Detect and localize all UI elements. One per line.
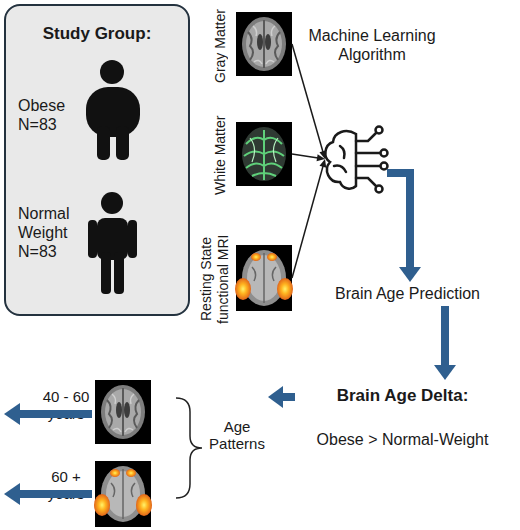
arrow-shaft (387, 173, 410, 268)
arrow-head (319, 150, 326, 159)
group-label: Obese N=83 (18, 96, 80, 134)
circuit-node (376, 127, 383, 134)
white-matter-tracts (244, 130, 284, 180)
arrow-head (434, 365, 456, 380)
arrow-shaft (441, 306, 449, 366)
arrow-shaft (19, 410, 92, 418)
algorithm-node: Machine Learning Algorithm (325, 128, 387, 190)
age-group-label: 60 + years (40, 468, 92, 502)
group-heading: Study Group: (6, 24, 188, 43)
white-matter-tracts (250, 138, 278, 162)
result-node: Brain Age Prediction (335, 282, 480, 306)
bracket (176, 398, 202, 498)
image-background (236, 122, 292, 186)
person-arm (88, 220, 97, 258)
machine-learning-icon (325, 127, 387, 193)
arrow-head (319, 159, 326, 168)
person-head (101, 192, 123, 214)
result-heading: Brain Age Delta: (295, 386, 510, 405)
circuit-node (381, 163, 388, 170)
algorithm-label: Machine Learning Algorithm (287, 26, 457, 64)
circuit-line (356, 133, 380, 186)
result-label: Brain Age Prediction (335, 284, 480, 303)
normal-weight-person-icon (88, 192, 137, 294)
image-label: White Matter (212, 110, 234, 200)
result-node: Age Patterns (206, 388, 268, 450)
arrow-shaft (292, 166, 323, 278)
person-head (100, 60, 124, 84)
image-node: White Matter (212, 122, 292, 186)
brain-outline (325, 131, 356, 188)
person-body (97, 218, 128, 260)
image-label: Gray Matter (212, 4, 234, 88)
image-node: Gray Matter (212, 12, 292, 76)
arrow-shaft (282, 393, 295, 401)
flow-arrow (434, 306, 456, 380)
person-leg (114, 252, 124, 294)
gray-matter-image (95, 380, 151, 444)
arrow-head (4, 403, 20, 425)
age-group-arrow (4, 483, 92, 505)
group-label: Normal Weight N=83 (18, 204, 88, 261)
arrow-shaft (292, 154, 318, 158)
input-arrow (292, 44, 326, 159)
study-group-box: Study Group: Obese N=83Normal Weight N=83 (4, 4, 190, 316)
brain-outline (242, 127, 286, 181)
circuit-node (376, 186, 383, 193)
arrow-shaft (19, 490, 92, 498)
result-label: Obese > Normal-Weight (295, 430, 510, 449)
arrow-head (4, 483, 20, 505)
person-leg (116, 126, 129, 160)
functional-mri-image (94, 461, 152, 527)
age-group-arrow (4, 403, 92, 425)
image-node: Resting State functional MRI (198, 245, 292, 311)
arrow-head (317, 154, 325, 161)
flow-arrow (268, 386, 295, 408)
arrow-head (399, 267, 421, 282)
flow-arrow (387, 173, 421, 282)
obese-person-icon (86, 60, 140, 160)
image-label: Resting State functional MRI (198, 223, 234, 335)
age-group-label: 40 - 60 years (40, 388, 92, 422)
person-arm (128, 220, 137, 258)
input-arrow (292, 154, 325, 161)
arrow-head (268, 386, 283, 408)
white-matter-image (236, 122, 292, 186)
circuit-node (381, 150, 388, 157)
person-leg (97, 126, 110, 160)
functional-mri-image (235, 245, 293, 311)
person-body (86, 87, 140, 137)
brain-fold (334, 146, 346, 172)
result-node: Brain Age Delta: Obese > Normal-Weight (295, 380, 510, 452)
result-label: Age Patterns (206, 418, 268, 452)
arrow-shaft (292, 44, 323, 152)
input-arrow (292, 159, 326, 278)
gray-matter-image (236, 12, 292, 76)
person-leg (101, 252, 111, 294)
